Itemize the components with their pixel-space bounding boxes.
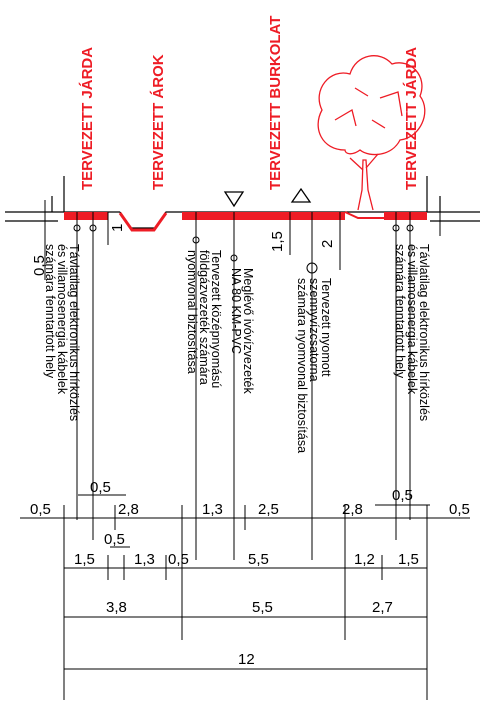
svg-text:NA 80 KM-PVC: NA 80 KM-PVC (229, 268, 243, 354)
dim2-upper: 0,5 (104, 531, 125, 548)
dim2-d: 5,5 (248, 551, 269, 568)
dim1-d: 2,8 (342, 501, 363, 518)
dim1-b: 1,3 (202, 501, 223, 518)
svg-text:nyomvonal biztosítása: nyomvonal biztosítása (185, 250, 199, 374)
dim2-e: 1,2 (354, 551, 375, 568)
dim-gas-depth: 1,5 (269, 231, 286, 252)
dim1-a: 2,8 (118, 501, 139, 518)
dim1-left: 0,5 (30, 501, 51, 518)
dim1-c: 2,5 (258, 501, 279, 518)
dim3-b: 5,5 (252, 599, 273, 616)
svg-text:Távlatilag elektronikus hírköz: Távlatilag elektronikus hírközlés (417, 244, 431, 421)
water-level-triangle-icon (223, 191, 245, 208)
note-right-reserved: Távlatilag elektronikus hírközlés és vil… (393, 244, 431, 421)
pipe-marker-icon (290, 187, 312, 203)
note-sewer: Tervezett nyomott szennyvízcsatorna szám… (295, 278, 333, 453)
dim1-upper-left: 0,5 (90, 479, 111, 496)
svg-text:földgázvezeték számára: földgázvezeték számára (197, 250, 211, 385)
dim3-a: 3,8 (106, 599, 127, 616)
label-ditch: TERVEZETT ÁROK (150, 54, 167, 190)
pavement-edge (344, 211, 384, 219)
pavement-strip (182, 212, 345, 220)
svg-text:Tervezett nyomott: Tervezett nyomott (319, 278, 333, 377)
dim1-right: 0,5 (449, 501, 470, 518)
svg-text:Meglévő ivóvízvezeték: Meglévő ivóvízvezeték (241, 268, 255, 395)
dim1-upper-right: 0,5 (392, 487, 413, 504)
sidewalk-right-strip (384, 212, 427, 220)
vertical-dims (44, 200, 441, 280)
utility-points (73, 212, 414, 560)
sidewalk-left-strip (64, 212, 108, 220)
note-left-reserved: Távlatilag elektronikus hírközlés és vil… (43, 244, 81, 421)
dim2-b: 1,3 (134, 551, 155, 568)
label-sidewalk-left: TERVEZETT JÁRDA (79, 47, 96, 190)
dimension-lines (20, 494, 470, 700)
svg-text:számára fenntartott hely: számára fenntartott hely (43, 244, 57, 379)
tree-icon (317, 55, 426, 211)
label-pavement: TERVEZETT BURKOLAT (267, 16, 284, 190)
dim2-c: 0,5 (168, 551, 189, 568)
ditch-profile (118, 212, 168, 232)
svg-text:és villamosenergia kábelek: és villamosenergia kábelek (55, 244, 69, 395)
label-sidewalk-right: TERVEZETT JÁRDA (403, 47, 420, 190)
dim3-c: 2,7 (372, 599, 393, 616)
dim-left-offset: 0,5 (31, 255, 48, 276)
dim-ditch-depth: 1 (109, 224, 126, 232)
svg-text:és villamosenergia kábelek: és villamosenergia kábelek (405, 244, 419, 395)
note-water: Meglévő ivóvízvezeték NA 80 KM-PVC (229, 268, 255, 395)
dim-sewer-depth: 2 (319, 240, 336, 248)
svg-text:számára fenntartott hely: számára fenntartott hely (393, 244, 407, 379)
dim2-f: 1,5 (398, 551, 419, 568)
dim2-a: 1,5 (74, 551, 95, 568)
note-gas: Tervezett középnyomású földgázvezeték sz… (185, 250, 223, 388)
dim4-total: 12 (238, 651, 255, 668)
svg-text:szennyvízcsatorna: szennyvízcsatorna (307, 278, 321, 382)
svg-text:számára nyomvonal biztosítása: számára nyomvonal biztosítása (295, 278, 309, 453)
svg-text:Távlatilag elektronikus hírköz: Távlatilag elektronikus hírközlés (67, 244, 81, 421)
svg-text:Tervezett középnyomású: Tervezett középnyomású (209, 250, 223, 388)
design-strips (64, 212, 427, 220)
